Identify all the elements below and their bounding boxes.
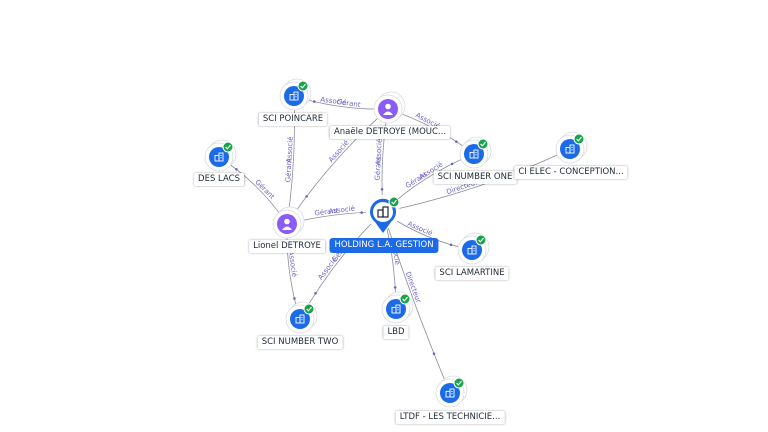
edge-arrow-marker [235,167,238,171]
check-badge-icon [573,133,585,145]
edge-arrow-marker [455,140,458,143]
edge-label: Gérant [336,98,361,109]
edge-label: Gérant [253,178,276,201]
building-icon [467,245,477,255]
check-badge-icon [475,234,487,246]
edge-label: Associé [374,139,383,166]
edge-arrow-marker [450,162,454,166]
node-label-anaele[interactable]: Anaële DETROYE (MOUC... [329,126,451,139]
edge-arrow-marker [305,195,308,198]
building-icon [445,388,455,398]
node-label-numberone[interactable]: SCI NUMBER ONE [433,171,517,184]
node-lamartine[interactable] [457,232,490,265]
check-badge-icon [453,377,465,389]
node-deslacs[interactable] [204,139,237,172]
edge-arrow-marker [393,286,397,289]
edge-arrow-marker [293,297,296,300]
person-icon [383,103,393,115]
node-numbertwo[interactable] [285,301,318,334]
node-label-ltdf[interactable]: LTDF - LES TECHNICIE... [395,411,505,424]
edge-label: Associé [287,250,299,277]
edge-line [382,148,571,213]
building-icon [295,314,305,324]
edge-label: Gérant [314,207,339,218]
check-badge-icon [297,80,309,92]
node-lbd[interactable] [381,291,414,324]
check-badge-icon [399,293,411,305]
edge-line [382,211,451,394]
edge-label: Associé [328,205,355,216]
node-lionel[interactable] [272,206,305,239]
edge-label: Associé [285,136,294,163]
node-ltdf[interactable] [435,375,468,408]
building-icon [214,152,224,162]
edge-arrow-marker [314,292,317,295]
edge-line [299,211,384,320]
edge-arrow-marker [360,211,363,214]
edge-label: Gérant [284,158,293,183]
node-elec[interactable] [555,131,588,164]
node-label-poincare[interactable]: SCI POINCARE [258,113,328,126]
edge-label: Associé [327,139,350,164]
node-label-lionel[interactable]: Lionel DETROYE [249,240,325,253]
node-label-lamartine[interactable]: SCI LAMARTINE [435,267,509,280]
node-anaele[interactable] [373,91,406,124]
node-label-deslacs[interactable]: DES LACS [194,173,244,186]
node-label-lbd[interactable]: LBD [383,326,409,339]
node-numberone[interactable] [459,136,492,169]
edge-label: Associé [406,220,433,238]
building-icon [289,91,299,101]
edge-arrow-marker [313,100,316,103]
building-icon [469,149,479,159]
edge-label: Associé [317,256,340,282]
edge-arrow-marker [449,243,453,247]
edge-arrow-marker [380,187,384,191]
node-poincare[interactable] [279,78,312,111]
building-icon [391,304,401,314]
person-icon [282,218,292,230]
node-label-holding[interactable]: HOLDING L.A. GESTION [329,238,439,253]
edge-label: Associé [320,96,347,108]
edge-label: Gérant [374,156,383,181]
node-holding[interactable] [366,195,400,233]
building-icon [377,206,389,218]
node-label-elec[interactable]: CI ELEC - CONCEPTION... [514,166,628,179]
check-badge-icon [477,138,489,150]
edge-arrow-marker [432,352,436,355]
check-badge-icon [303,303,315,315]
node-label-numbertwo[interactable]: SCI NUMBER TWO [257,336,343,349]
building-icon [565,144,575,154]
nodes-layer [204,78,588,408]
check-badge-icon [388,196,400,208]
check-badge-icon [222,141,234,153]
